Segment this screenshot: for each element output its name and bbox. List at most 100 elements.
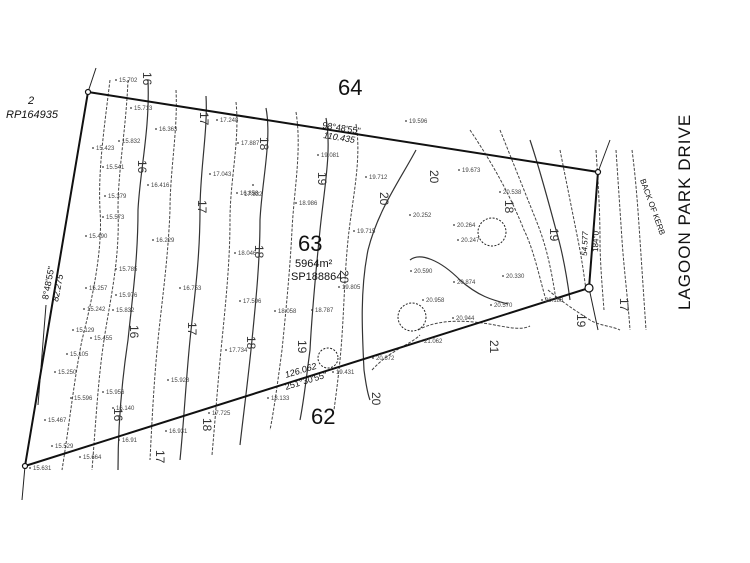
- contour-label-17-east: 17: [617, 298, 631, 312]
- spot-height: 17.596: [239, 299, 262, 305]
- contour-17b: [211, 101, 238, 456]
- contour-east-8: [547, 289, 621, 331]
- svg-text:19.673: 19.673: [462, 168, 481, 174]
- contour-label-16-bottom: 16: [111, 408, 125, 422]
- contour-label-20-mid: 20: [337, 270, 351, 284]
- spot-height: 17.832: [244, 184, 263, 198]
- svg-text:15.467: 15.467: [48, 418, 67, 424]
- svg-text:16.858: 16.858: [240, 191, 259, 197]
- spot-height: 20.538: [499, 190, 522, 196]
- contour-17: [179, 95, 207, 461]
- svg-text:15.956: 15.956: [106, 390, 125, 396]
- contour-label-17-bottom: 17: [153, 450, 167, 464]
- back-of-kerb-label: BACK OF KERB: [638, 178, 667, 237]
- spot-height: 15.832: [112, 308, 135, 314]
- svg-text:17.043: 17.043: [213, 172, 232, 178]
- svg-text:20.570: 20.570: [494, 303, 513, 309]
- tree-1: [477, 217, 507, 247]
- contour-east-3: [529, 139, 571, 301]
- spot-height: 19.596: [405, 119, 428, 125]
- contour-label-17-low: 17: [185, 322, 199, 336]
- svg-text:15.257: 15.257: [89, 286, 108, 292]
- spot-height: 15.631: [29, 466, 52, 472]
- svg-text:17.596: 17.596: [243, 299, 262, 305]
- svg-text:20.958: 20.958: [426, 298, 445, 304]
- svg-text:15.529: 15.529: [55, 444, 74, 450]
- svg-text:15.105: 15.105: [70, 352, 89, 358]
- adjacent-boundaries: [21, 67, 611, 501]
- spot-height: 19.081: [317, 153, 340, 159]
- contour-15: [61, 79, 111, 471]
- spot-height: 15.541: [102, 165, 125, 171]
- spot-height: 16.753: [179, 286, 202, 292]
- lot-63-boundary: [21, 88, 602, 470]
- svg-text:17.248: 17.248: [220, 118, 239, 124]
- svg-text:15.423: 15.423: [96, 146, 115, 152]
- contour-19b: [333, 123, 359, 411]
- lot-64-number: 64: [338, 75, 362, 100]
- svg-text:16.931: 16.931: [169, 429, 188, 435]
- spot-height: 20.874: [453, 280, 476, 286]
- svg-text:20.672: 20.672: [376, 356, 395, 362]
- spot-height: 16.416: [147, 183, 170, 189]
- spot-height: 15.832: [118, 139, 141, 145]
- contour-label-18-top: 18: [257, 137, 271, 151]
- spot-height: 20.252: [409, 213, 432, 219]
- contour-20b: [409, 256, 509, 305]
- spot-height: 18.046: [234, 251, 257, 257]
- contour-label-16-top: 16: [140, 72, 154, 86]
- svg-text:18.787: 18.787: [315, 308, 334, 314]
- east-bearing: 184°0': [591, 229, 601, 252]
- spot-height: 19.712: [365, 175, 388, 181]
- svg-text:19.596: 19.596: [409, 119, 428, 125]
- spot-height: 18.986: [295, 201, 318, 207]
- spot-height: 19.715: [353, 229, 376, 235]
- contour-label-21: 21: [487, 340, 501, 354]
- spot-height: 15.956: [102, 390, 125, 396]
- contour-16: [117, 79, 149, 471]
- svg-text:19.715: 19.715: [357, 229, 376, 235]
- contour-label-20-upper: 20: [427, 170, 441, 184]
- spot-height: 17.725: [208, 411, 231, 417]
- svg-text:15.631: 15.631: [33, 466, 52, 472]
- spot-height: 19.431: [332, 370, 355, 376]
- lot-63-area: 5964m²: [295, 258, 333, 270]
- lot-63-number: 63: [298, 231, 322, 256]
- spot-height: 20.958: [422, 298, 445, 304]
- contour-label-19-top: 19: [315, 172, 329, 186]
- contour-18: [239, 107, 269, 446]
- svg-text:20.874: 20.874: [457, 280, 476, 286]
- spot-height: 15.664: [79, 455, 102, 461]
- spot-height: 17.043: [209, 172, 232, 178]
- spot-height: 15.976: [115, 293, 138, 299]
- svg-text:18.046: 18.046: [238, 251, 257, 257]
- svg-text:16.363: 16.363: [159, 127, 178, 133]
- svg-text:15.490: 15.490: [89, 234, 108, 240]
- svg-text:15.832: 15.832: [122, 139, 141, 145]
- svg-text:16.753: 16.753: [183, 286, 202, 292]
- svg-text:21.062: 21.062: [424, 339, 443, 345]
- contour-label-18-bottom: 18: [200, 418, 214, 432]
- spot-height: 16.140: [112, 406, 135, 412]
- spot-height: 15.105: [66, 352, 89, 358]
- svg-text:15.250: 15.250: [58, 370, 77, 376]
- spot-height: 16.931: [165, 429, 188, 435]
- spot-height: 15.573: [102, 215, 125, 221]
- svg-text:17.832: 17.832: [244, 192, 263, 198]
- spot-height: 15.379: [104, 194, 127, 200]
- contour-label-19-southeast: 19: [574, 314, 588, 328]
- svg-text:20.590: 20.590: [414, 269, 433, 275]
- spot-height: 16.858: [236, 191, 259, 197]
- spot-height: 20.188: [541, 298, 564, 304]
- contour-label-16-low: 16: [127, 325, 141, 339]
- contour-lines: [61, 79, 647, 471]
- spot-height: 15.242: [83, 307, 106, 313]
- road-name: LAGOON PARK DRIVE: [675, 114, 694, 310]
- spot-height: 15.423: [92, 146, 115, 152]
- svg-text:15.379: 15.379: [108, 194, 127, 200]
- spot-height: 18.787: [311, 308, 334, 314]
- svg-text:18.133: 18.133: [271, 396, 290, 402]
- svg-text:15.976: 15.976: [119, 293, 138, 299]
- spot-height: 15.785: [115, 267, 138, 273]
